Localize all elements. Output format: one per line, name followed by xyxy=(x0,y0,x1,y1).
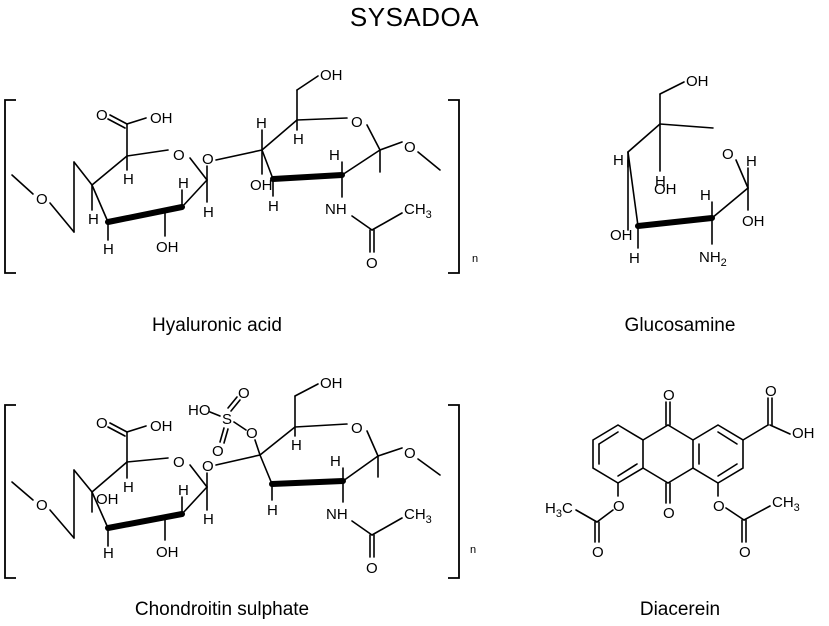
ring-oxygen: O xyxy=(722,146,734,163)
hydrogen: H xyxy=(178,175,189,192)
acetyl-oxygen: O xyxy=(739,544,751,561)
amide-nh: NH xyxy=(326,506,348,523)
glycosidic-oxygen: O xyxy=(202,151,214,168)
amino-group: NH2 xyxy=(699,249,727,269)
hydrogen: H xyxy=(123,171,134,188)
sulphur: S xyxy=(222,411,232,428)
carboxyl-oxygen: O xyxy=(96,415,108,432)
hydrogen: H xyxy=(293,131,304,148)
sulphate-oxygen: O xyxy=(238,385,250,402)
ring-oxygen: O xyxy=(173,454,185,471)
ring-oxygen: O xyxy=(351,420,363,437)
ring-oxygen: O xyxy=(351,114,363,131)
carbonyl-oxygen: O xyxy=(366,560,378,577)
hydrogen: H xyxy=(629,250,640,267)
right-bracket xyxy=(448,404,460,579)
glucosamine-structure: O OH H H OH H OH H NH2 H OH xyxy=(610,73,765,269)
carboxyl-hydroxyl: OH xyxy=(150,110,173,127)
hydrogen: H xyxy=(613,152,624,169)
sulphate-ester-oxygen: O xyxy=(246,425,258,442)
glycosidic-oxygen: O xyxy=(202,458,214,475)
carbonyl-oxygen: O xyxy=(366,255,378,272)
hydrogen: H xyxy=(746,153,757,170)
caption-diacerein: Diacerein xyxy=(640,599,720,620)
chondroitin-sulphate-structure: n O O OH H O OH H OH H H O xyxy=(4,375,476,579)
hydroxyl: OH xyxy=(96,491,119,508)
hydroxyl: OH xyxy=(250,177,273,194)
hydrogen: H xyxy=(268,198,279,215)
sulphate-oxygen: O xyxy=(212,443,224,460)
hydrogen: H xyxy=(329,147,340,164)
hydrogen: H xyxy=(178,482,189,499)
hydrogen: H xyxy=(267,502,278,519)
hydrogen: H xyxy=(88,211,99,228)
hydrogen: H xyxy=(291,437,302,454)
linkage-oxygen: O xyxy=(36,191,48,208)
linkage-oxygen: O xyxy=(404,139,416,156)
repeat-subscript-n: n xyxy=(470,544,476,556)
hydrogen: H xyxy=(655,173,666,190)
ester-oxygen: O xyxy=(613,498,625,515)
hydrogen: H xyxy=(330,453,341,470)
ring-oxygen: O xyxy=(173,147,185,164)
carboxyl-hydroxyl: OH xyxy=(150,418,173,435)
amide-nh: NH xyxy=(325,201,347,218)
diacerein-structure: O O O OH O H3C O O CH3 O xyxy=(545,383,815,561)
linkage-oxygen: O xyxy=(36,497,48,514)
hydroxyl: OH xyxy=(156,544,179,561)
hydrogen: H xyxy=(256,115,267,132)
hydroxymethyl-oh: OH xyxy=(320,375,343,392)
hydroxyl: OH xyxy=(610,227,633,244)
acetyl-methyl: H3C xyxy=(545,500,573,520)
ketone-oxygen: O xyxy=(663,387,675,404)
carboxyl-oxygen: O xyxy=(765,383,777,400)
linkage-oxygen: O xyxy=(404,445,416,462)
hydrogen: H xyxy=(123,479,134,496)
hydrogen: H xyxy=(103,241,114,258)
hyaluronic-acid-structure: n O O OH H O H H OH H H O xyxy=(4,67,478,274)
left-bracket xyxy=(4,99,16,274)
caption-chondroitin-sulphate: Chondroitin sulphate xyxy=(135,599,309,620)
caption-hyaluronic-acid: Hyaluronic acid xyxy=(152,315,282,336)
right-bracket xyxy=(448,99,460,274)
repeat-subscript-n: n xyxy=(472,253,478,265)
hydrogen: H xyxy=(203,204,214,221)
hydroxyl: OH xyxy=(654,181,677,198)
ester-oxygen: O xyxy=(713,498,725,515)
hydroxymethyl-oh: OH xyxy=(320,67,343,84)
carboxyl-oxygen: O xyxy=(96,107,108,124)
carboxyl-hydroxyl: OH xyxy=(792,425,815,442)
left-bracket xyxy=(4,404,16,579)
hydrogen: H xyxy=(103,545,114,562)
caption-glucosamine: Glucosamine xyxy=(625,315,736,336)
methyl: CH3 xyxy=(404,506,432,526)
sulphate-hydroxyl: HO xyxy=(188,402,211,419)
hydroxymethyl-oh: OH xyxy=(686,73,709,90)
acetyl-oxygen: O xyxy=(592,544,604,561)
hydroxyl: OH xyxy=(156,239,179,256)
hydroxyl: OH xyxy=(742,213,765,230)
methyl: CH3 xyxy=(772,494,800,514)
hydrogen: H xyxy=(700,187,711,204)
diagram-title: SYSADOA xyxy=(349,2,480,32)
hydrogen: H xyxy=(203,511,214,528)
methyl: CH3 xyxy=(404,201,432,221)
ketone-oxygen: O xyxy=(663,505,675,522)
